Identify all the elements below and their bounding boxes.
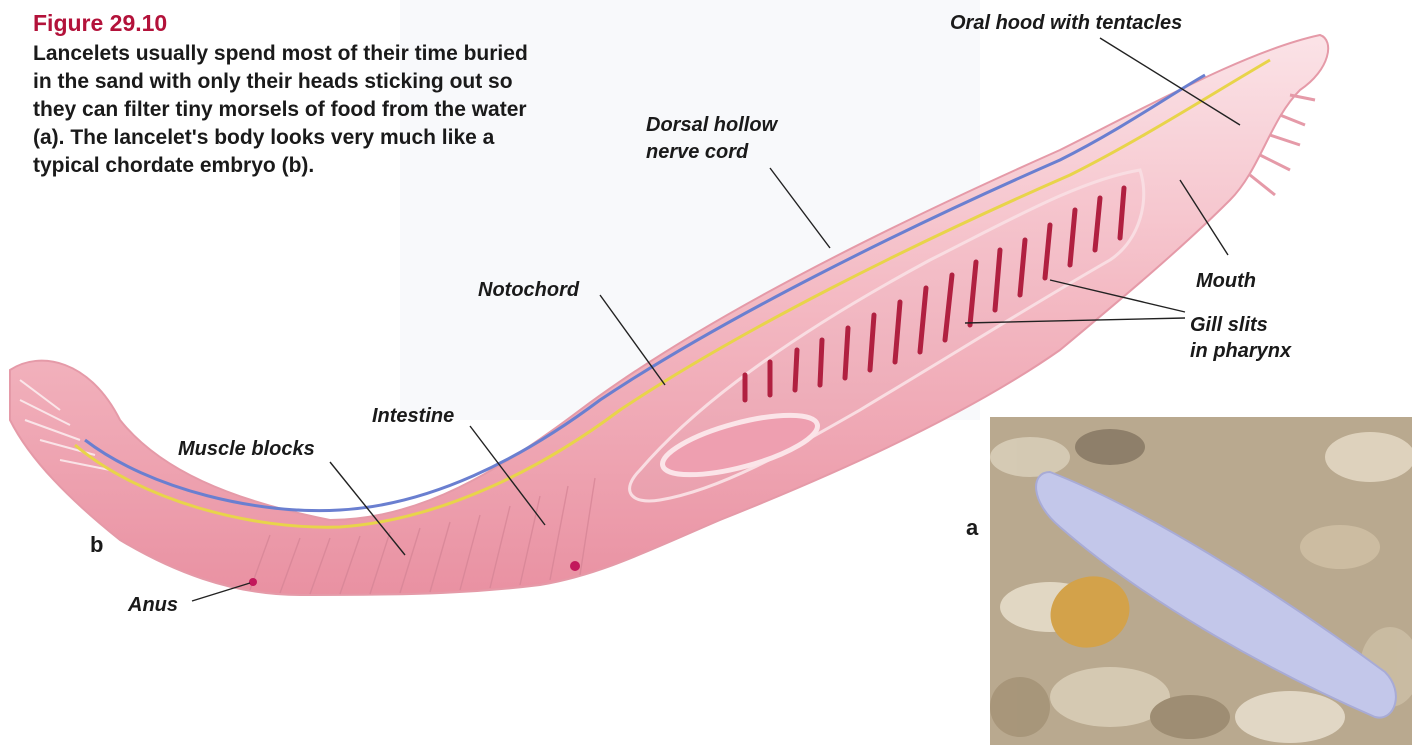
label-nerve-cord-1: Dorsal hollow (646, 114, 777, 137)
label-notochord: Notochord (478, 279, 579, 302)
anus-dot (249, 578, 257, 586)
label-muscle-blocks: Muscle blocks (178, 438, 315, 461)
figure-caption: Lancelets usually spend most of their ti… (33, 40, 533, 180)
sand-photo (990, 417, 1412, 745)
figure-number: Figure 29.10 (33, 10, 167, 37)
label-nerve-cord-2: nerve cord (646, 141, 748, 164)
label-gill-slits-1: Gill slits (1190, 314, 1268, 337)
panel-label-b: b (90, 532, 103, 558)
label-anus: Anus (128, 594, 178, 617)
lancelet-photo (990, 417, 1412, 745)
leader-anus (192, 583, 250, 601)
panel-label-a: a (966, 515, 978, 541)
label-oral-hood: Oral hood with tentacles (950, 12, 1182, 35)
label-gill-slits-2: in pharynx (1190, 340, 1291, 363)
label-mouth: Mouth (1196, 270, 1256, 293)
intestine-end-dot (570, 561, 580, 571)
label-intestine: Intestine (372, 405, 454, 428)
